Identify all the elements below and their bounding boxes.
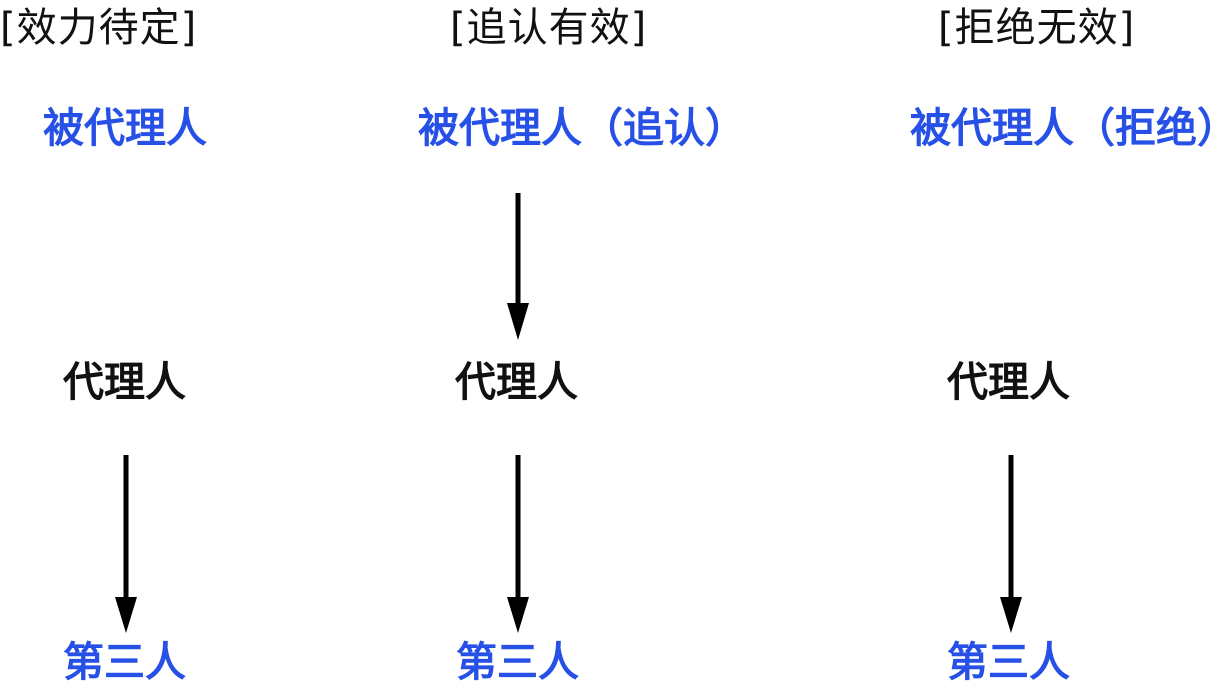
arrow-agent-to-third-party (507, 455, 529, 633)
column-heading: [拒绝无效] (938, 5, 1136, 51)
agent-label: 代理人 (455, 358, 578, 406)
arrow-principal-to-agent (507, 193, 529, 340)
agent-label: 代理人 (63, 358, 186, 406)
column-heading: [追认有效] (450, 5, 648, 51)
principal-label: 被代理人（拒绝） (910, 104, 1224, 152)
third-party-label: 第三人 (947, 638, 1070, 686)
arrow-agent-to-third-party (1000, 455, 1022, 633)
principal-label: 被代理人 (43, 104, 207, 152)
column-ratified: [追认有效] 被代理人（追认） 代理人 第三人 (395, 0, 746, 688)
agent-label: 代理人 (947, 358, 1070, 406)
column-pending: [效力待定] 被代理人 代理人 第三人 (0, 0, 250, 688)
third-party-label: 第三人 (456, 638, 579, 686)
third-party-label: 第三人 (63, 638, 186, 686)
column-heading: [效力待定] (0, 5, 198, 51)
principal-label: 被代理人（追认） (418, 104, 746, 152)
arrow-agent-to-third-party (115, 455, 137, 633)
column-refused: [拒绝无效] 被代理人（拒绝） 代理人 第三人 (880, 0, 1224, 688)
